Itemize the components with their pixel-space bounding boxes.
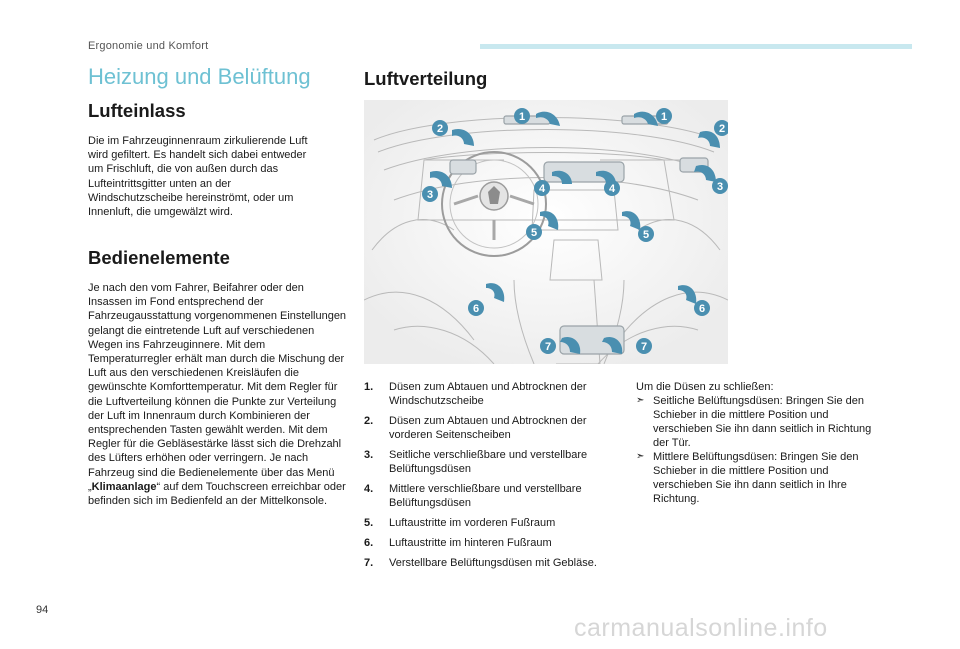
callout-2b: 2	[714, 120, 728, 136]
airflow-arrow-6-right	[678, 285, 697, 304]
item-number: 7.	[364, 557, 374, 569]
callout-1b: 1	[656, 108, 672, 124]
item-number: 4.	[364, 483, 374, 495]
callout-1a: 1	[514, 108, 530, 124]
bedienelemente-text-before: Je nach den vom Fahrer, Beifahrer oder d…	[88, 282, 347, 493]
item-number: 1.	[364, 381, 374, 393]
callout-4a-label: 4	[539, 183, 546, 195]
airflow-arrow-1-left	[536, 111, 560, 126]
item-text: Verstellbare Belüftungsdüsen mit Gebläse…	[389, 557, 597, 569]
item-text: Seitliche verschließbare und verstellbar…	[389, 449, 588, 475]
callout-2a-label: 2	[437, 123, 443, 135]
list-item: 2. Düsen zum Abtauen und Abtrocknen der v…	[364, 414, 620, 442]
callout-5a-label: 5	[531, 227, 537, 239]
page-title: Heizung und Belüftung	[88, 64, 311, 89]
item-number: 3.	[364, 449, 374, 461]
callout-5b: 5	[638, 226, 654, 242]
section-label: Ergonomie und Komfort	[88, 40, 209, 52]
steering-wheel	[441, 151, 547, 257]
airflow-arrow-1-right	[634, 111, 658, 126]
item-number: 5.	[364, 517, 374, 529]
airflow-arrow-4-left	[552, 170, 572, 184]
airflow-arrow-5-left	[540, 211, 559, 230]
callout-3b-label: 3	[717, 181, 723, 193]
item-text: Düsen zum Abtauen und Abtrocknen der vor…	[389, 415, 587, 441]
heading-lufteinlass: Lufteinlass	[88, 100, 186, 121]
close-vents-intro: Um die Düsen zu schließen:	[636, 381, 774, 393]
list-item: 6. Luftaustritte im hinteren Fußraum	[364, 536, 620, 550]
callout-3b: 3	[712, 178, 728, 194]
airflow-arrow-2-left	[452, 128, 474, 146]
list-item: 5. Luftaustritte im vorderen Fußraum	[364, 516, 620, 530]
bedienelemente-text: Je nach den vom Fahrer, Beifahrer oder d…	[88, 281, 350, 508]
bedienelemente-text-after: “ auf dem Touchscreen erreichbar oder be…	[88, 480, 346, 508]
airflow-arrow-5-right	[622, 211, 641, 230]
close-vents-item: ➣ Mittlere Belüftungsdüsen: Bringen Sie d…	[636, 450, 876, 506]
dashboard-outline	[364, 117, 728, 364]
callout-4b-label: 4	[609, 183, 616, 195]
callout-1a-label: 1	[519, 111, 525, 123]
close-vents-item: ➣ Seitliche Belüftungsdüsen: Bringen Sie …	[636, 394, 876, 450]
illustration-background	[364, 100, 728, 364]
header-rule	[480, 44, 912, 49]
heading-bedienelemente: Bedienelemente	[88, 247, 230, 268]
chevron-right-icon: ➣	[636, 395, 645, 406]
airflow-arrow-3-right	[694, 164, 716, 182]
item-text: Luftaustritte im vorderen Fußraum	[389, 517, 556, 529]
callout-7b-label: 7	[641, 341, 647, 353]
callout-markers: 1 1 2 2 3 3 4 4 5 5 6 6 7 7	[422, 108, 728, 354]
close-vents-item-text: Seitliche Belüftungsdüsen: Bringen Sie d…	[653, 395, 872, 449]
list-item: 1. Düsen zum Abtauen und Abtrocknen der W…	[364, 380, 620, 408]
callout-6b: 6	[694, 300, 710, 316]
dashboard-air-distribution-illustration: 1 1 2 2 3 3 4 4 5 5 6 6 7 7	[364, 100, 728, 364]
item-text: Mittlere verschließbare und verstellbare…	[389, 483, 582, 509]
close-vents-item-text: Mittlere Belüftungsdüsen: Bringen Sie de…	[653, 451, 859, 505]
callout-3a: 3	[422, 186, 438, 202]
item-number: 2.	[364, 415, 374, 427]
item-text: Luftaustritte im hinteren Fußraum	[389, 537, 552, 549]
chevron-right-icon: ➣	[636, 451, 645, 462]
item-text: Düsen zum Abtauen und Abtrocknen der Win…	[389, 381, 587, 407]
callout-5a: 5	[526, 224, 542, 240]
callout-7a: 7	[540, 338, 556, 354]
callout-6a: 6	[468, 300, 484, 316]
callout-6a-label: 6	[473, 303, 479, 315]
page-number: 94	[36, 604, 49, 616]
menu-name-klimaanlage: Klimaanlage	[91, 480, 157, 493]
callout-6b-label: 6	[699, 303, 705, 315]
callout-1b-label: 1	[661, 111, 667, 123]
callout-2b-label: 2	[719, 123, 725, 135]
airflow-arrow-6-left	[486, 283, 505, 302]
callout-3a-label: 3	[427, 189, 433, 201]
callout-7a-label: 7	[545, 341, 551, 353]
heading-luftverteilung: Luftverteilung	[364, 68, 488, 89]
list-item: 4. Mittlere verschließbare und verstellba…	[364, 482, 620, 510]
list-item: 3. Seitliche verschließbare und verstellb…	[364, 448, 620, 476]
lufteinlass-text: Die im Fahrzeuginnenraum zirkulierende L…	[88, 135, 308, 219]
luftverteilung-legend: 1. Düsen zum Abtauen und Abtrocknen der W…	[364, 380, 620, 576]
callout-4b: 4	[604, 180, 620, 196]
airflow-arrow-7-left	[560, 336, 581, 354]
callout-4a: 4	[534, 180, 550, 196]
watermark: carmanualsonline.info	[574, 614, 828, 642]
callout-2a: 2	[432, 120, 448, 136]
item-number: 6.	[364, 537, 374, 549]
list-item: 7. Verstellbare Belüftungsdüsen mit Geblä…	[364, 556, 620, 570]
airflow-arrows	[430, 111, 720, 354]
callout-7b: 7	[636, 338, 652, 354]
close-vents-instructions: Um die Düsen zu schließen: ➣ Seitliche Be…	[636, 380, 876, 506]
airflow-arrow-3-left	[430, 170, 452, 188]
airflow-arrow-2-right	[698, 130, 720, 148]
left-side-vent-grille	[449, 159, 477, 175]
airflow-arrow-7-right	[602, 336, 623, 354]
callout-5b-label: 5	[643, 229, 649, 241]
